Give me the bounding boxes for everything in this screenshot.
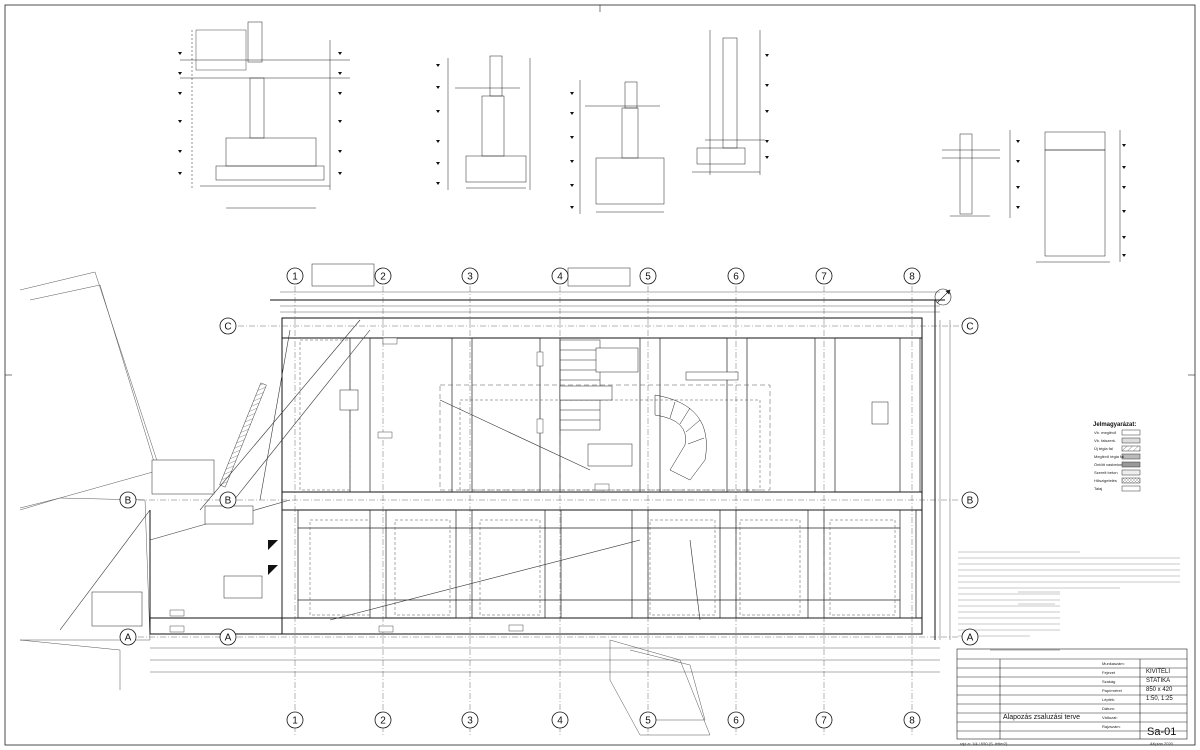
grid-bubble-col-bottom-5: 5 [639,711,657,729]
grid-bubble-col-top-8: 8 [903,267,921,285]
grid-bubble-row-right-A: A [961,628,979,646]
legend-item: Öntött vasbeton [1094,462,1123,467]
title-block-value: 1:50, 1:25 [1146,696,1173,702]
grid-bubble-col-top-4: 4 [551,267,569,285]
section-a1 [180,21,350,209]
svg-text:2: 2 [380,716,386,727]
svg-text:5: 5 [645,716,651,727]
legend-item: Hőszigetelés [1094,478,1117,483]
svg-text:A: A [125,633,132,644]
svg-text:8: 8 [909,272,915,283]
drawing-title: Alapozás zsaluzási terve [1003,714,1081,721]
grid-bubble-row-right-B: B [961,491,979,509]
svg-text:7: 7 [821,716,827,727]
legend-item: Vb. falszerk. [1094,438,1117,443]
svg-text:B: B [967,496,974,507]
grid-bubble-col-top-3: 3 [461,267,479,285]
grid-bubble-row-far-left-B: B [119,491,137,509]
title-block-label: Rajzszám: [1102,724,1121,729]
building-outline [149,299,945,640]
legend-item: Meglévő tégla fal [1094,454,1125,459]
svg-text:6: 6 [733,716,739,727]
grid-bubble-col-bottom-6: 6 [727,711,745,729]
legend-title: Jelmagyarázat: [1093,422,1137,428]
title-block [956,648,1188,740]
level-tags [169,337,610,633]
left-stairs [219,382,278,575]
section-tg2 [1036,130,1121,263]
title-block-label: Változat: [1102,715,1118,720]
section-tg1 [942,130,1011,218]
legend-item: Talaj [1094,486,1103,491]
svg-text:B: B [225,496,232,507]
grid-bubble-row-far-left-A: A [119,628,137,646]
sheet-number: Sa-01 [1147,726,1177,738]
grid-bubble-col-bottom-4: 4 [551,711,569,729]
grid-bubble-col-top-7: 7 [815,267,833,285]
grid-bubble-col-top-5: 5 [639,267,657,285]
title-block-label: Dátum: [1102,706,1115,711]
inner-dashed [299,339,896,616]
grid-bubble-col-top-2: 2 [374,267,392,285]
title-block-value: KIVITELI [1146,669,1171,675]
title-block-label: Papírméret [1102,688,1122,693]
grid-bubble-col-top-1: 1 [286,267,304,285]
grid-bubble-col-bottom-8: 8 [903,711,921,729]
svg-text:C: C [224,322,231,333]
legend-item: Új tégla fal [1094,446,1113,451]
title-block-label: Fejezet [1102,670,1116,675]
grid-bubble-row-left-B: B [219,491,237,509]
grid-bubble-col-bottom-1: 1 [286,711,304,729]
svg-text:6: 6 [733,272,739,283]
section-a3 [692,30,765,175]
footer-right: AKplan 2020 [1150,741,1173,746]
grid-bubble-col-bottom-7: 7 [815,711,833,729]
title-block-label: Lépték: [1102,697,1116,702]
section-a2 [447,55,531,190]
svg-text:5: 5 [645,272,651,283]
title-block-value: STATIKA [1146,678,1171,684]
svg-text:1: 1 [292,272,298,283]
grid-bubble-col-bottom-2: 2 [374,711,392,729]
grid-bubble-col-top-6: 6 [727,267,745,285]
svg-text:B: B [125,496,132,507]
strip-footings [281,337,921,619]
dimension-lines [150,291,951,673]
svg-text:C: C [966,322,973,333]
legend-item: Szerelt beton [1094,470,1118,475]
svg-text:7: 7 [821,272,827,283]
annotation-boxes [91,263,889,627]
level-markers [178,52,1126,257]
svg-text:A: A [225,633,232,644]
svg-text:4: 4 [557,272,563,283]
grid-lines [138,286,960,736]
grid-bubble-row-left-A: A [219,628,237,646]
notes-lines [958,551,1180,637]
north-arrow-icon [934,288,952,306]
svg-text:1: 1 [292,716,298,727]
svg-text:3: 3 [467,716,473,727]
grid-bubble-row-left-C: C [219,317,237,335]
section-a2-star [579,80,665,214]
legend-swatches [1121,429,1141,492]
title-block-value: 850 x 420 [1146,687,1173,693]
svg-text:A: A [967,633,974,644]
title-block-label: Szakág [1102,679,1116,684]
title-block-label: Munkaszám: [1102,661,1125,666]
footer-left: rajz a: 1/4 / f/50 (S. letter2) [960,741,1008,746]
svg-text:3: 3 [467,272,473,283]
grid-bubble-row-right-C: C [961,317,979,335]
grid-bubble-col-bottom-3: 3 [461,711,479,729]
svg-text:2: 2 [380,272,386,283]
svg-text:4: 4 [557,716,563,727]
svg-text:8: 8 [909,716,915,727]
legend-item: Vb. meglévő [1094,430,1117,435]
